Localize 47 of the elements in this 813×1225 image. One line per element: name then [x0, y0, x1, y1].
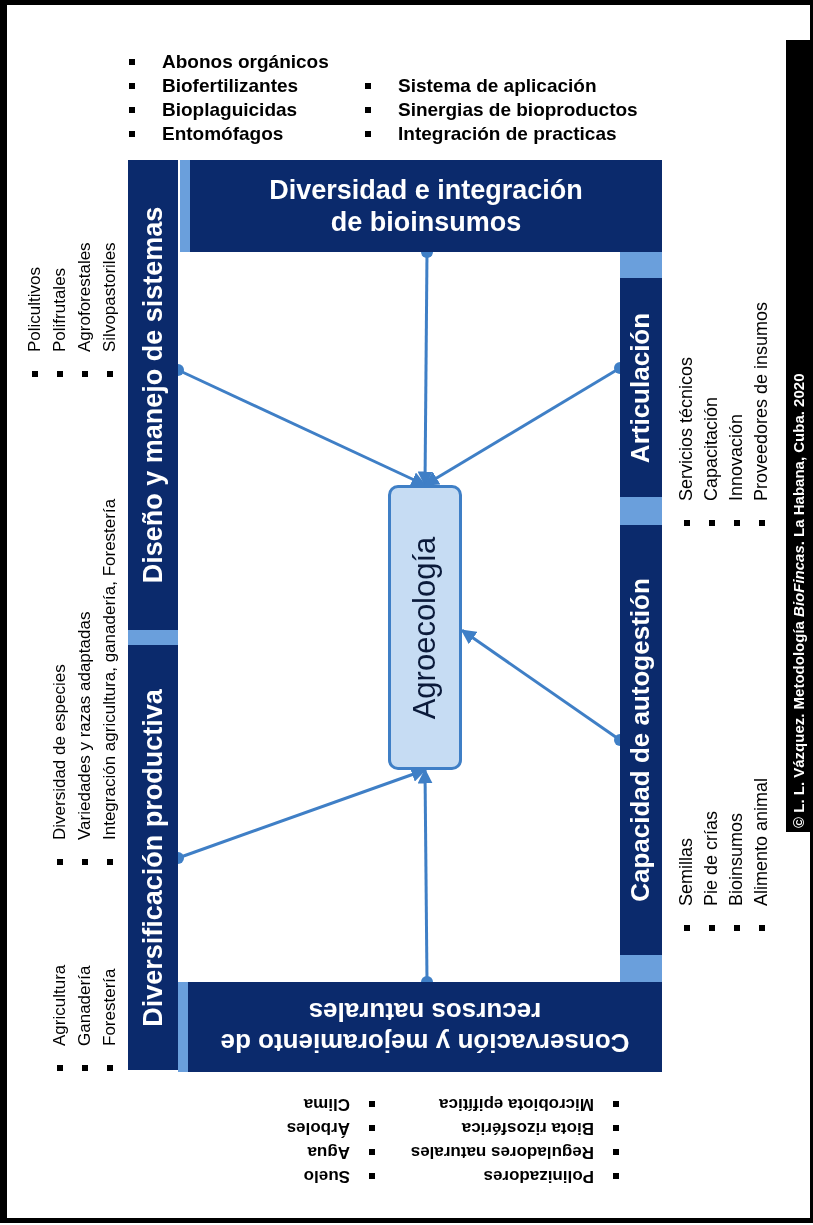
- list-item: Integración agricultura, ganadería, Forestería: [99, 498, 120, 840]
- list-item: Diversidad de especies: [49, 664, 70, 840]
- list-item: Ganadería: [74, 965, 95, 1046]
- list-item: Abonos orgánicos: [162, 50, 329, 74]
- list-item: Capacitación: [700, 396, 722, 501]
- list-item: Biofertilizantes: [162, 74, 299, 98]
- central-box: [388, 485, 462, 770]
- list-item: Biota rizosférica: [461, 1118, 594, 1140]
- central-label: Agroecología: [406, 536, 444, 719]
- list-item: Entomófagos: [162, 122, 284, 146]
- list-item: Alimento animal: [750, 777, 772, 906]
- band-title: Diversidad e integración de bioinsumos: [268, 173, 584, 239]
- list-item: Variedades y razas adaptadas: [74, 611, 95, 840]
- band-title: Diseño y manejo de sistemas: [136, 206, 169, 584]
- list-item: Policultivos: [24, 266, 45, 352]
- list-item: Innovación: [725, 413, 747, 501]
- list-item: Bioinsumos: [725, 812, 747, 906]
- list-item: Sinergias de bioproductos: [398, 98, 638, 122]
- band-title: Diversificación productiva: [136, 688, 169, 1027]
- list-item: Agua: [307, 1142, 350, 1164]
- category-band: [188, 982, 662, 1072]
- list-item: Polifrutales: [49, 267, 70, 352]
- list-item: Semillas: [675, 837, 697, 906]
- category-band: [128, 645, 178, 1070]
- list-item: Forestería: [99, 968, 120, 1046]
- list-item: Polinizadores: [483, 1166, 594, 1188]
- list-item: Árboles: [286, 1118, 350, 1140]
- list-item: Servicios técnicos: [675, 356, 697, 501]
- list-item: Bioplaguicidas: [162, 98, 298, 122]
- list-item: Microbiota epifítica: [439, 1094, 594, 1116]
- list-item: Reguladores naturales: [410, 1142, 594, 1164]
- list-item: Suelo: [303, 1166, 350, 1188]
- list-item: Integración de practicas: [398, 122, 617, 146]
- category-band: [128, 160, 178, 630]
- list-item: Agroforestales: [74, 242, 95, 352]
- list-item: Pie de crías: [700, 810, 722, 906]
- list-item: Agricultura: [49, 964, 70, 1046]
- band-title: Articulación: [625, 312, 657, 463]
- list-item: Clima: [303, 1094, 350, 1116]
- band-title: Conservación y mejoramiento de recursos naturales: [219, 996, 631, 1059]
- category-band: [620, 525, 662, 955]
- list-item: Silvopastoriles: [99, 242, 120, 352]
- category-band: [620, 278, 662, 497]
- category-band: [190, 160, 662, 252]
- list-item: Sistema de aplicación: [398, 74, 597, 98]
- list-item: Proveedores de insumos: [750, 301, 772, 501]
- band-title: Capacidad de autogestión: [625, 578, 657, 902]
